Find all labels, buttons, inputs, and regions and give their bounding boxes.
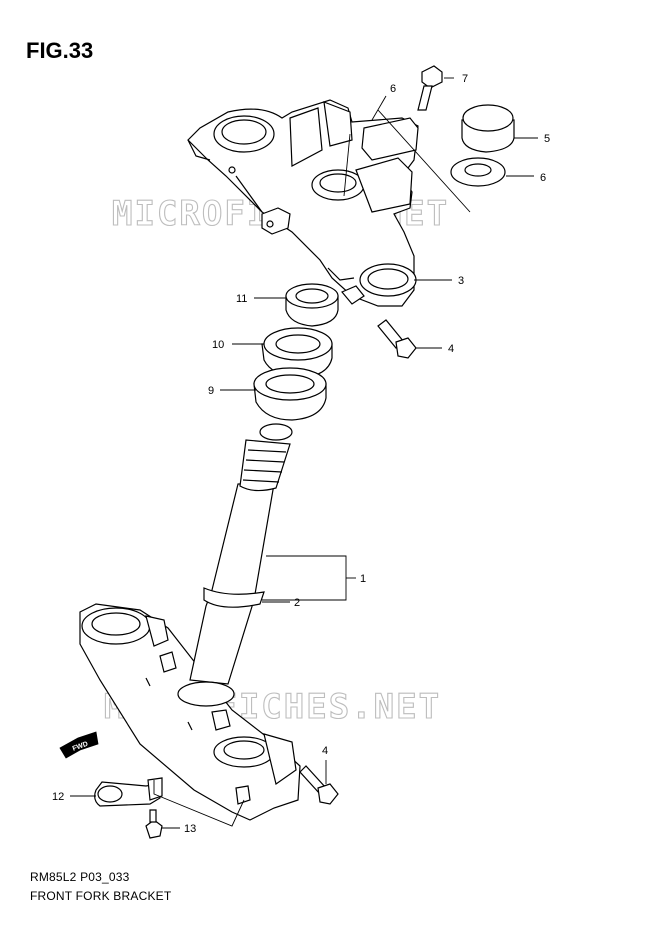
- washer-part-6[interactable]: [450, 157, 506, 187]
- callout-3: 3: [458, 275, 464, 287]
- callout-11: 11: [236, 293, 247, 305]
- callout-7: 6: [390, 83, 396, 95]
- figure-code: RM85L2 P03_033: [30, 870, 130, 884]
- callout-4-upper: 4: [448, 343, 454, 355]
- leader-lines: [70, 77, 538, 829]
- figure-title: FIG.33: [26, 38, 94, 63]
- callout-1: 1: [360, 573, 366, 585]
- callout-6: 6: [540, 172, 546, 184]
- bolt-part-13[interactable]: [145, 809, 163, 839]
- upper-bracket-part[interactable]: [187, 99, 419, 307]
- clamp-part-12[interactable]: [94, 777, 163, 807]
- callout-10: 10: [212, 339, 224, 351]
- bolt-part-4-upper[interactable]: [377, 319, 417, 359]
- callout-5: 5: [544, 133, 550, 145]
- callout-2: 2: [294, 597, 300, 609]
- callout-8: 7: [462, 73, 468, 85]
- cap-nut-part-5[interactable]: [461, 104, 515, 153]
- callout-12: 12: [52, 791, 64, 803]
- forward-direction-arrow: FWD: [59, 731, 99, 759]
- callout-4-lower: 4: [322, 745, 328, 757]
- bolt-part-4-lower[interactable]: [299, 765, 339, 805]
- bearing-part-9[interactable]: [253, 367, 327, 421]
- lock-nut-part-11[interactable]: [285, 283, 339, 327]
- steering-stem-part-1[interactable]: [79, 423, 301, 821]
- callout-13: 13: [184, 823, 196, 835]
- figure-name: FRONT FORK BRACKET: [30, 889, 172, 903]
- bolt-part-8[interactable]: [417, 65, 443, 111]
- callout-9: 9: [208, 385, 214, 397]
